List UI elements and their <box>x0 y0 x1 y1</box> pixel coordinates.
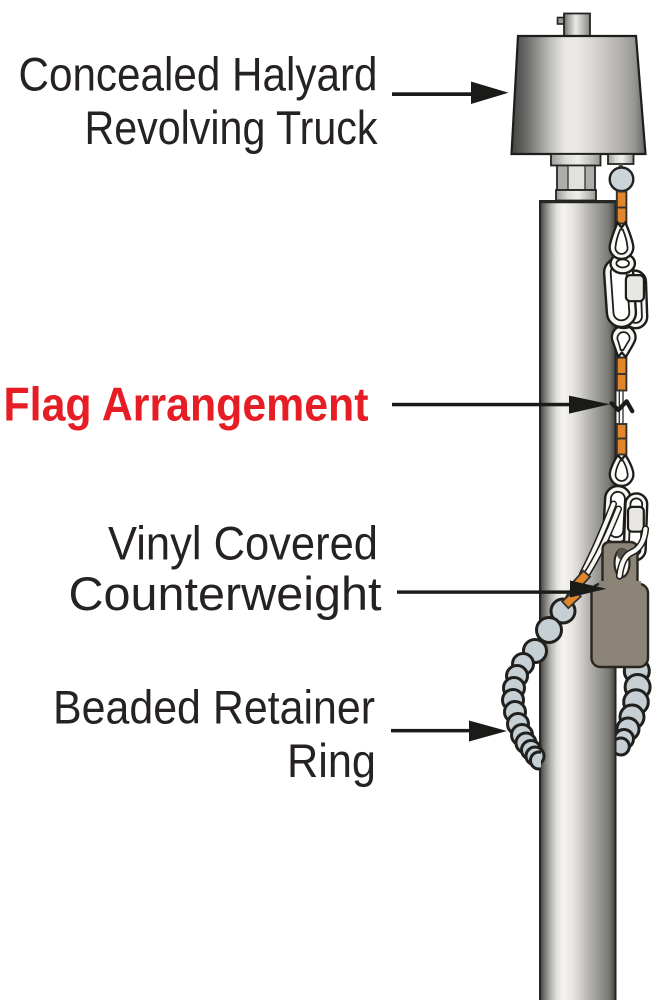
svg-text:Flag Arrangement: Flag Arrangement <box>4 378 369 431</box>
svg-text:Beaded Retainer: Beaded Retainer <box>53 681 375 734</box>
svg-text:Counterweight: Counterweight <box>69 567 382 620</box>
svg-text:Ring: Ring <box>287 734 376 787</box>
svg-text:Concealed Halyard: Concealed Halyard <box>19 48 378 101</box>
svg-text:Vinyl Covered: Vinyl Covered <box>108 517 378 570</box>
svg-text:Revolving Truck: Revolving Truck <box>85 101 378 154</box>
